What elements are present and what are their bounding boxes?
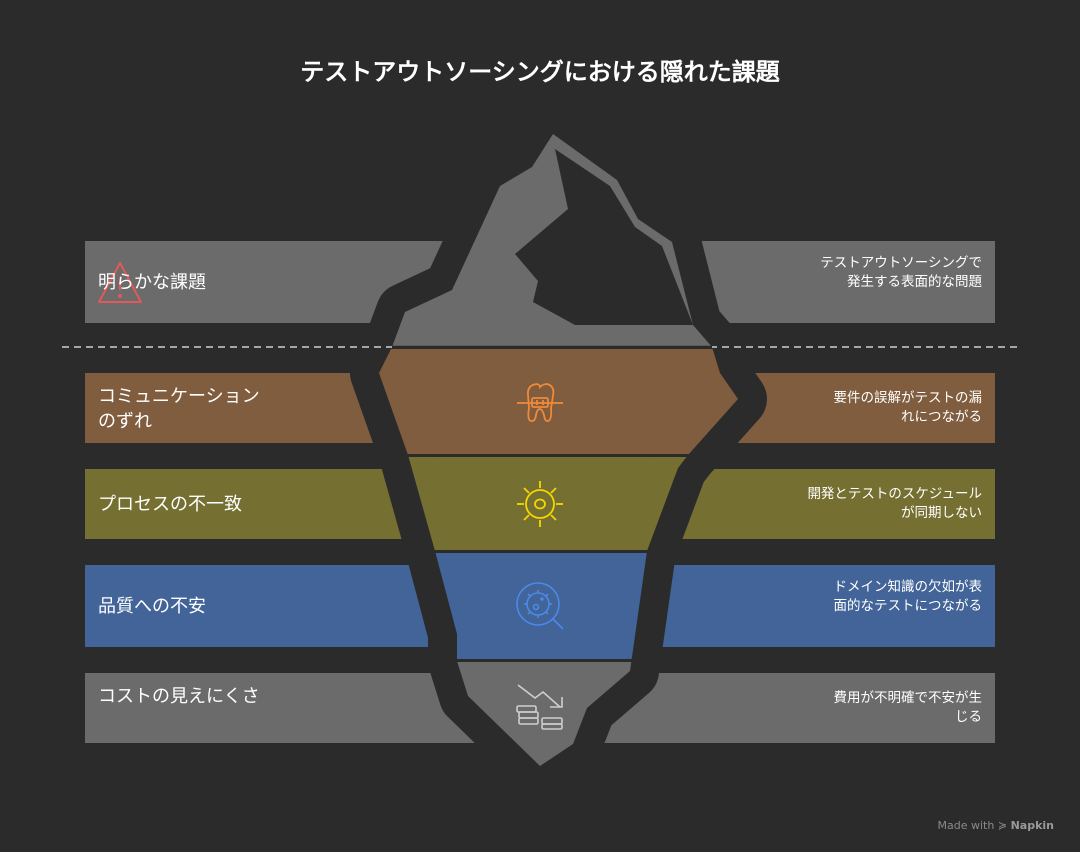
row-desc-process: 開発とテストのスケジュールが同期しない	[807, 486, 982, 521]
row-label-obvious: 明らかな課題	[98, 272, 206, 293]
footer-prefix: Made with	[937, 819, 995, 832]
page-title: テストアウトソーシングにおける隠れた課題	[300, 58, 780, 86]
microbe-search-icon	[516, 582, 564, 630]
row-label-cost: コストの見えにくさ	[98, 686, 260, 707]
row-label-process: プロセスの不一致	[98, 494, 242, 515]
row-label-quality: 品質への不安	[98, 596, 206, 617]
sun-cell-icon	[517, 481, 563, 527]
row-label-communication: コミュニケーションのずれ	[98, 386, 260, 432]
warning-icon	[98, 262, 142, 303]
row-desc-quality: ドメイン知識の欠如が表面的なテストにつながる	[833, 579, 983, 614]
footer-brand: Napkin	[1010, 819, 1054, 832]
napkin-logo-icon: ≽	[997, 819, 1008, 832]
row-desc-cost: 費用が不明確で不安が生じる	[833, 690, 983, 725]
money-decline-icon	[516, 684, 563, 730]
footer-credit[interactable]: Made with ≽ Napkin	[938, 819, 1054, 832]
tooth-braces-icon	[517, 383, 563, 423]
row-desc-obvious: テストアウトソーシングで発生する表面的な問題	[820, 255, 982, 290]
iceberg-shadow	[515, 149, 693, 325]
iceberg-section-communication	[379, 349, 738, 454]
row-desc-communication: 要件の誤解がテストの漏れにつながる	[833, 390, 983, 425]
